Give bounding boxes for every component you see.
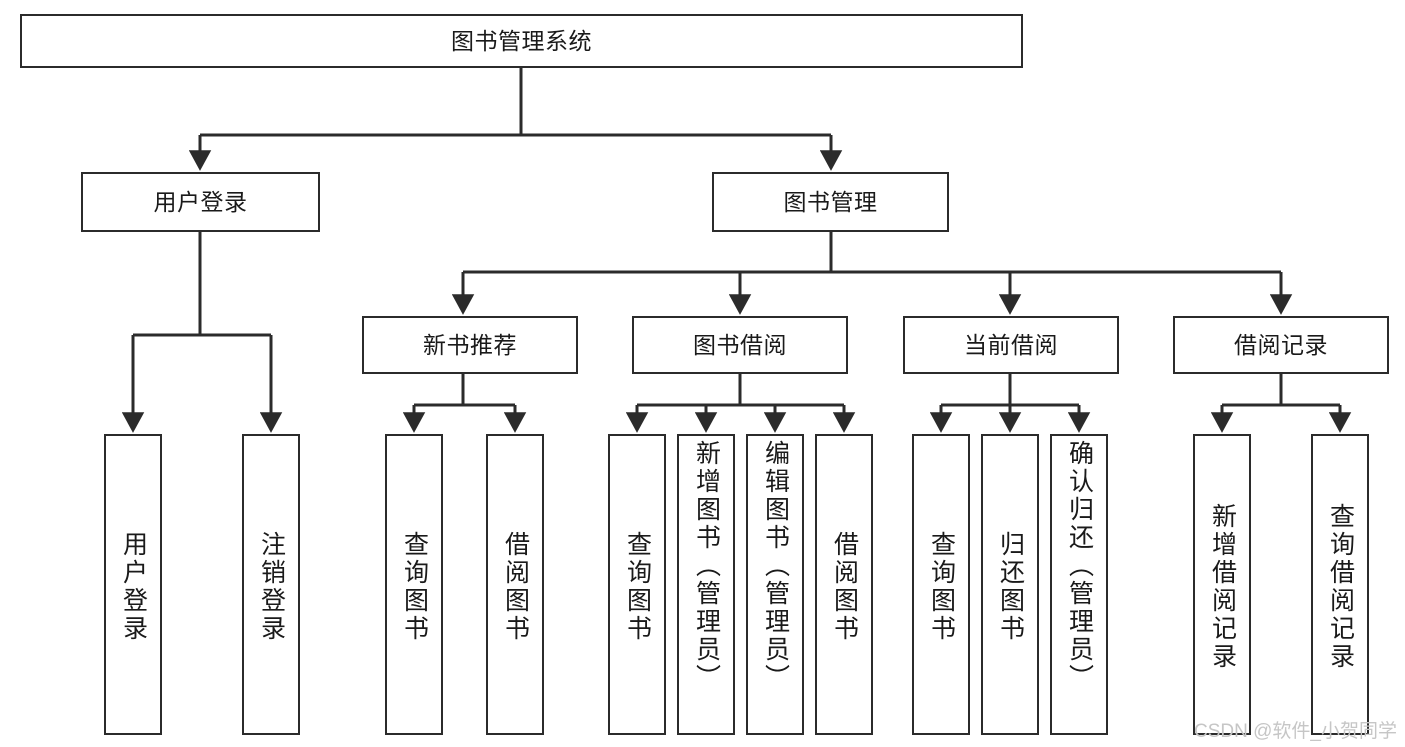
leaf-query-book-new-recommend[interactable]: 查询图书 bbox=[385, 434, 443, 735]
leaf-edit-book-admin[interactable]: 编辑图书（管理员） bbox=[746, 434, 804, 735]
node-label: 图书管理系统 bbox=[451, 27, 592, 54]
node-label: 当前借阅 bbox=[964, 331, 1058, 358]
leaf-return-book[interactable]: 归还图书 bbox=[981, 434, 1039, 735]
node-book-management-system[interactable]: 图书管理系统 bbox=[20, 14, 1023, 68]
csdn-watermark: CSDN @软件_小贺同学 bbox=[1194, 721, 1397, 742]
leaf-query-borrow-record[interactable]: 查询借阅记录 bbox=[1311, 434, 1369, 735]
node-label: 注销登录 bbox=[257, 530, 286, 643]
node-label: 借阅图书 bbox=[830, 530, 859, 643]
node-label: 编辑图书（管理员） bbox=[761, 440, 790, 692]
leaf-query-book-borrow[interactable]: 查询图书 bbox=[608, 434, 666, 735]
node-book-borrow[interactable]: 图书借阅 bbox=[632, 316, 848, 374]
node-current-borrow[interactable]: 当前借阅 bbox=[903, 316, 1119, 374]
node-label: 新增借阅记录 bbox=[1208, 502, 1237, 671]
node-user-login[interactable]: 用户登录 bbox=[81, 172, 320, 232]
node-label: 用户登录 bbox=[119, 530, 148, 643]
node-label: 图书管理 bbox=[783, 188, 878, 215]
node-label: 图书借阅 bbox=[693, 331, 787, 358]
node-label: 新书推荐 bbox=[423, 331, 517, 358]
node-label: 查询借阅记录 bbox=[1326, 502, 1355, 671]
leaf-user-login[interactable]: 用户登录 bbox=[104, 434, 162, 735]
node-label: 归还图书 bbox=[996, 530, 1025, 643]
node-book-management[interactable]: 图书管理 bbox=[712, 172, 949, 232]
node-borrow-record[interactable]: 借阅记录 bbox=[1173, 316, 1389, 374]
leaf-borrow-book-new-recommend[interactable]: 借阅图书 bbox=[486, 434, 544, 735]
node-label: 用户登录 bbox=[153, 188, 248, 215]
node-label: 借阅记录 bbox=[1234, 331, 1328, 358]
leaf-query-book-current[interactable]: 查询图书 bbox=[912, 434, 970, 735]
node-label: 查询图书 bbox=[623, 530, 652, 643]
node-label: 借阅图书 bbox=[501, 530, 530, 643]
leaf-add-book-admin[interactable]: 新增图书（管理员） bbox=[677, 434, 735, 735]
node-label: 查询图书 bbox=[927, 530, 956, 643]
leaf-logout-login[interactable]: 注销登录 bbox=[242, 434, 300, 735]
node-label: 确认归还（管理员） bbox=[1065, 440, 1094, 692]
node-new-book-recommend[interactable]: 新书推荐 bbox=[362, 316, 578, 374]
leaf-confirm-return-admin[interactable]: 确认归还（管理员） bbox=[1050, 434, 1108, 735]
leaf-borrow-book-borrow[interactable]: 借阅图书 bbox=[815, 434, 873, 735]
node-label: 新增图书（管理员） bbox=[692, 440, 721, 692]
leaf-add-borrow-record[interactable]: 新增借阅记录 bbox=[1193, 434, 1251, 735]
node-label: 查询图书 bbox=[400, 530, 429, 643]
